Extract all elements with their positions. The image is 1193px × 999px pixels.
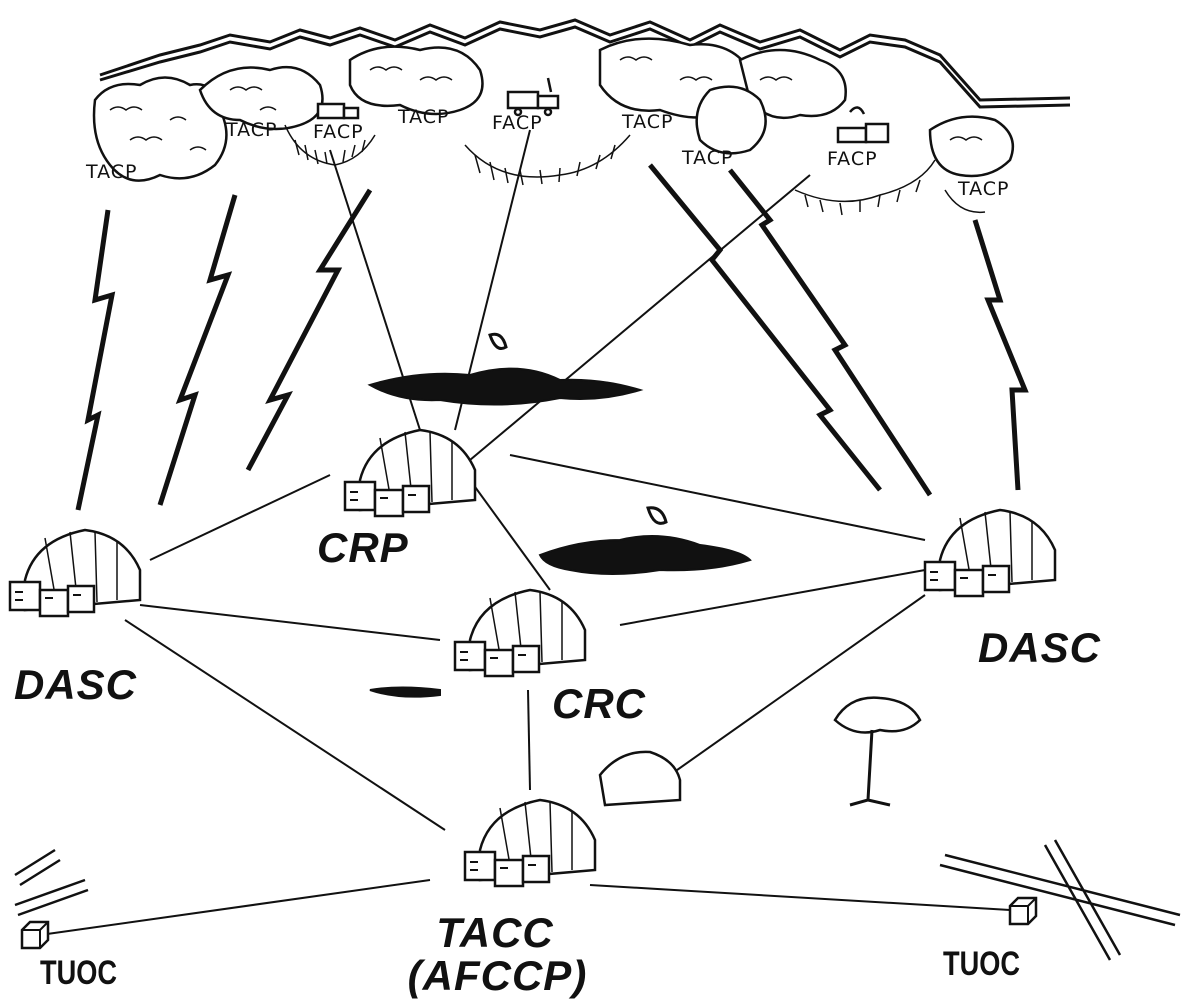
tuoc-left-box xyxy=(22,922,48,948)
afccp-label: (AFCCP) xyxy=(405,955,590,997)
tacc-building xyxy=(465,800,595,886)
tree-icon xyxy=(835,698,920,805)
tacp-label-5: TACP xyxy=(682,149,734,168)
runway-right xyxy=(940,840,1180,960)
aircraft-icons xyxy=(490,334,666,523)
facp-label-1: FACP xyxy=(313,123,364,142)
tacp-label-2: TACP xyxy=(226,121,278,140)
crc-building xyxy=(455,590,585,676)
tuoc-left-label: TUOC xyxy=(40,956,117,990)
tacc-annex-building xyxy=(600,752,680,805)
facp-label-2: FACP xyxy=(492,114,543,133)
tuoc-right-label: TUOC xyxy=(943,947,1020,981)
tacc-label: TACC xyxy=(410,912,580,954)
crp-label: CRP xyxy=(317,527,409,569)
dasc-right-building xyxy=(925,510,1055,596)
crp-building xyxy=(345,430,475,516)
tacp-label-4: TACP xyxy=(622,113,674,132)
dasc-right-label: DASC xyxy=(978,627,1101,669)
dasc-left-building xyxy=(10,530,140,616)
dasc-left-label: DASC xyxy=(14,664,137,706)
tacp-label-1: TACP xyxy=(86,163,138,182)
tacp-label-6: TACP xyxy=(958,180,1010,199)
crc-label: CRC xyxy=(552,683,646,725)
facp-label-3: FACP xyxy=(827,150,878,169)
radio-link-bolts xyxy=(78,165,1025,510)
tacp-label-3: TACP xyxy=(398,108,450,127)
runway-left xyxy=(15,850,88,915)
tuoc-right-box xyxy=(1010,898,1036,924)
